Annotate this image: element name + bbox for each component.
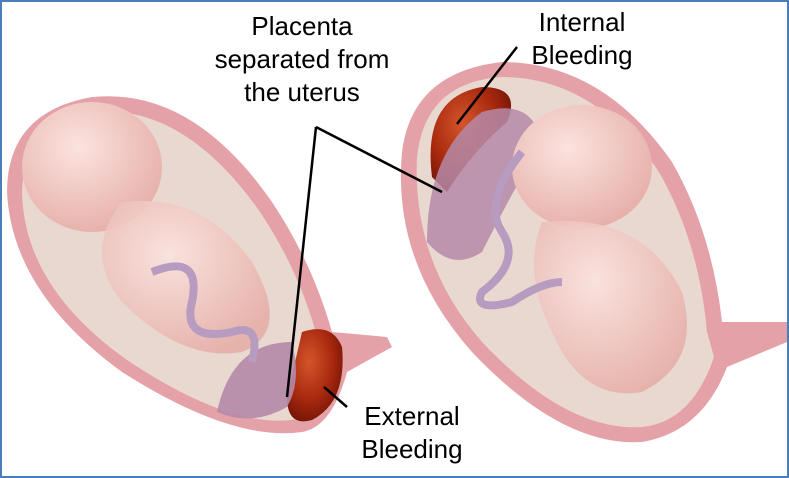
left-umbilical-cord bbox=[150, 262, 259, 363]
label-line: External bbox=[364, 401, 460, 431]
label-line: Placenta bbox=[251, 11, 353, 41]
external-bleeding-leader bbox=[323, 386, 348, 408]
label-line: Bleeding bbox=[361, 434, 463, 464]
left-fetus-body bbox=[102, 200, 270, 354]
label-line: the uterus bbox=[244, 77, 360, 107]
right-umbilical-cord bbox=[476, 149, 563, 310]
internal-bleeding-label: Internal Bleeding bbox=[512, 6, 652, 72]
placenta-label: Placenta separated from the uterus bbox=[192, 10, 412, 109]
label-line: Internal bbox=[538, 7, 626, 37]
left-uterus bbox=[7, 96, 392, 434]
leader-lines bbox=[285, 46, 518, 408]
right-placenta bbox=[427, 108, 542, 260]
label-line: Bleeding bbox=[531, 40, 633, 70]
label-line: separated from bbox=[214, 44, 390, 74]
right-fetus-head bbox=[512, 105, 652, 229]
left-fetus-head bbox=[22, 102, 162, 232]
internal-bleeding-leader bbox=[456, 46, 518, 125]
left-placenta bbox=[217, 342, 296, 419]
external-bleeding-label: External Bleeding bbox=[342, 400, 482, 466]
right-uterus bbox=[400, 62, 787, 443]
placenta-leader-left bbox=[285, 126, 318, 398]
placenta-leader-right bbox=[315, 125, 443, 194]
left-blood-pool bbox=[287, 329, 343, 422]
right-fetus-body bbox=[534, 220, 687, 394]
